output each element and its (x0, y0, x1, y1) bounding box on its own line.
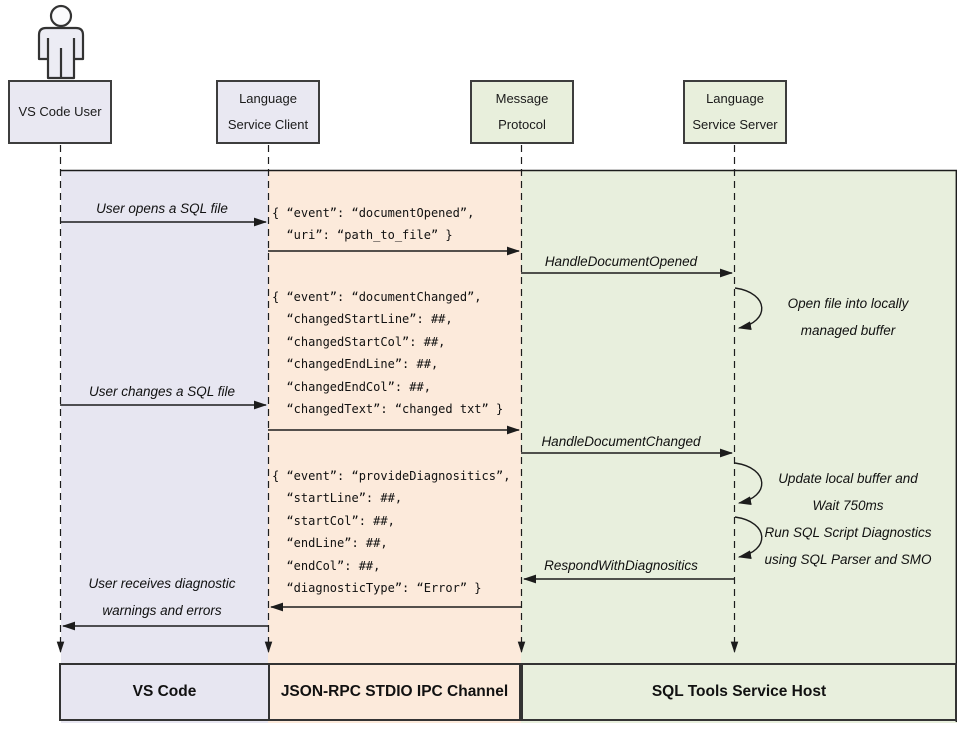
actor-box-language-service-client: Language Service Client (216, 80, 320, 144)
vscode-lane-band (61, 171, 268, 723)
user-person-icon (37, 4, 85, 80)
label-user-opens-sql-file: User opens a SQL file (96, 201, 228, 216)
note-update-local-buffer: Update local buffer and Wait 750ms (748, 465, 948, 519)
actor-box-vscode-user: VS Code User (8, 80, 112, 144)
actor-box-message-protocol: Message Protocol (470, 80, 574, 144)
note-line2: managed buffer (800, 323, 896, 338)
actor-box-language-service-server: Language Service Server (683, 80, 787, 144)
note-open-file-into-buffer: Open file into locally managed buffer (748, 290, 948, 344)
label-line1: User receives diagnostic (88, 576, 236, 591)
label-respond-with-diagnostics: RespondWithDiagnositics (544, 558, 698, 573)
note-line2: Wait 750ms (812, 498, 884, 513)
selfloop-open-file-buffer (734, 287, 763, 331)
actor-label: VS Code User (18, 104, 102, 119)
json-rpc-lane-band (268, 171, 521, 723)
actor-label-line2: Service Client (227, 117, 309, 132)
service-host-lane-band (521, 171, 957, 723)
label-handle-document-opened: HandleDocumentOpened (544, 254, 698, 269)
note-line1: Update local buffer and (778, 471, 918, 486)
note-line1: Run SQL Script Diagnostics (764, 525, 932, 540)
actor-label-line1: Message (495, 91, 549, 106)
footer-box-sql-tools-service-host: SQL Tools Service Host (521, 663, 957, 721)
selfloop-update-buffer (734, 462, 763, 506)
payload-provide-diagnostics: { “event”: “provideDiagnositics”, “start… (272, 469, 511, 596)
selfloop-run-diagnostics (734, 516, 763, 560)
footer-box-vscode: VS Code (59, 663, 270, 721)
label-user-receives-diagnostics: User receives diagnostic warnings and er… (62, 570, 262, 624)
note-line1: Open file into locally (787, 296, 909, 311)
footer-label: SQL Tools Service Host (651, 683, 827, 700)
footer-label: VS Code (132, 683, 197, 700)
note-run-sql-diagnostics: Run SQL Script Diagnostics using SQL Par… (748, 519, 948, 573)
note-line2: using SQL Parser and SMO (764, 552, 932, 567)
footer-label: JSON-RPC STDIO IPC Channel (280, 683, 509, 700)
payload-document-opened: { “event”: “documentOpened”, “uri”: “pat… (272, 206, 475, 243)
label-user-changes-sql-file: User changes a SQL file (88, 384, 236, 399)
label-handle-document-changed: HandleDocumentChanged (541, 434, 701, 449)
payload-document-changed: { “event”: “documentChanged”, “changedSt… (272, 290, 504, 417)
actor-label-line1: Language (706, 91, 764, 106)
actor-label-line2: Service Server (692, 117, 778, 132)
actor-label-line1: Language (239, 91, 297, 106)
footer-box-json-rpc-channel: JSON-RPC STDIO IPC Channel (268, 663, 521, 721)
label-line2: warnings and errors (102, 603, 222, 618)
actor-label-line2: Protocol (498, 117, 546, 132)
